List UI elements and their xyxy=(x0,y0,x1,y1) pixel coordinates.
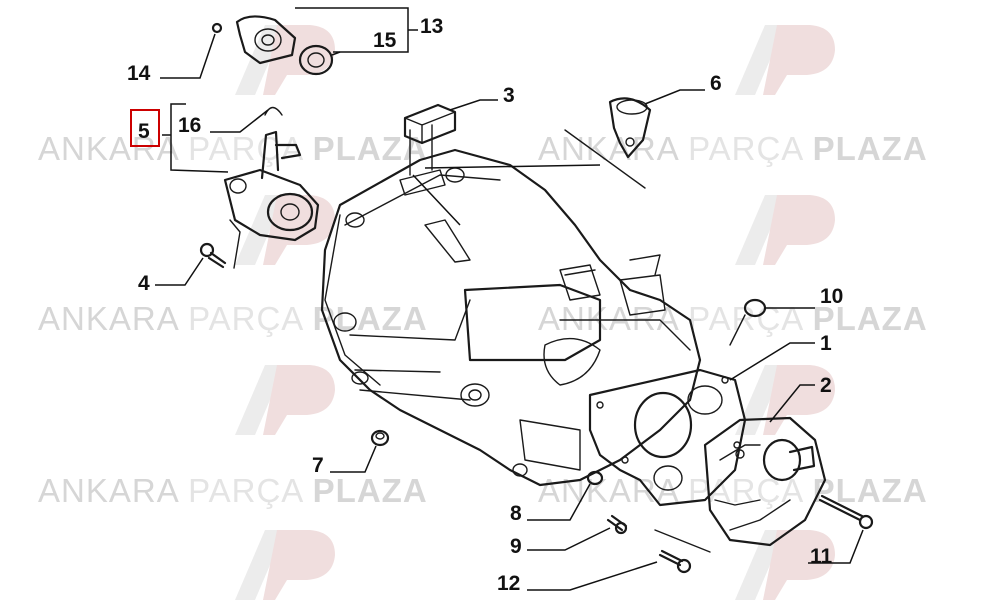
oil-seal-part xyxy=(298,44,334,76)
guide-line xyxy=(229,219,241,269)
callout-12: 12 xyxy=(497,572,520,595)
ap-logo-icon xyxy=(235,365,335,435)
watermark-word-parca: PARÇA xyxy=(188,300,303,337)
callout-4: 4 xyxy=(138,272,150,295)
watermark-word-plaza: PLAZA xyxy=(813,300,928,337)
leader-line-1 xyxy=(729,342,815,381)
svg-text:ANKARA PARÇA PLAZA: ANKARA PARÇA PLAZA xyxy=(38,472,428,509)
callout-14: 14 xyxy=(127,62,151,85)
callout-6: 6 xyxy=(710,72,722,95)
watermark-word-ankara: ANKARA xyxy=(38,472,179,509)
callout-labels: 1 2 3 4 5 6 7 8 9 10 11 12 13 14 15 16 xyxy=(127,15,843,595)
leader-line-16 xyxy=(210,109,269,133)
watermark-word-plaza: PLAZA xyxy=(313,472,428,509)
leader-line-2 xyxy=(769,384,815,423)
watermark-word-plaza: PLAZA xyxy=(813,130,928,167)
ap-logo-icon xyxy=(735,195,835,265)
release-bearing-assembly xyxy=(223,106,320,242)
watermark-row: ANKARA PARÇA PLAZA ANKARA PARÇA PLAZA xyxy=(38,472,928,509)
ap-logo-icon xyxy=(235,530,335,600)
callout-15: 15 xyxy=(373,29,397,52)
callout-1: 1 xyxy=(820,332,832,355)
watermark-word-parca: PARÇA xyxy=(188,472,303,509)
leader-lines xyxy=(155,7,864,591)
svg-text:ANKARA PARÇA PLAZA: ANKARA PARÇA PLAZA xyxy=(38,130,428,167)
watermark-row: ANKARA PARÇA PLAZA ANKARA PARÇA PLAZA xyxy=(38,130,928,167)
guide-line xyxy=(564,129,646,189)
watermark-word-ankara: ANKARA xyxy=(38,130,179,167)
callout-9: 9 xyxy=(510,535,522,558)
watermark-word-parca: PARÇA xyxy=(688,130,803,167)
svg-text:ANKARA PARÇA PLAZA: ANKARA PARÇA PLAZA xyxy=(38,300,428,337)
watermark-word-parca: PARÇA xyxy=(188,130,303,167)
leader-line-15 xyxy=(331,51,341,56)
end-plate-gasket xyxy=(588,368,747,507)
leader-line-14 xyxy=(160,33,216,79)
leader-line-9 xyxy=(527,527,611,551)
gearbox-housing xyxy=(320,124,702,487)
callout-3: 3 xyxy=(503,84,515,107)
callout-16: 16 xyxy=(178,114,201,137)
ap-logo-icon xyxy=(735,25,835,95)
highlight-box xyxy=(130,109,160,147)
leader-line-3b xyxy=(412,164,601,226)
callout-13: 13 xyxy=(420,15,443,38)
leader-line-11 xyxy=(808,529,864,564)
watermark-word-ankara: ANKARA xyxy=(38,300,179,337)
ap-logo-icon xyxy=(235,25,335,95)
leader-line-8 xyxy=(527,483,591,521)
long-bolt-part-11 xyxy=(818,494,874,530)
flange-part xyxy=(235,15,297,65)
callout-11: 11 xyxy=(810,545,833,568)
watermark-word-ankara: ANKARA xyxy=(538,300,679,337)
leader-line-7 xyxy=(330,445,377,473)
bracket-13-15 xyxy=(295,7,418,53)
callout-8: 8 xyxy=(510,502,522,525)
leader-line-12 xyxy=(527,561,658,591)
leader-line-4 xyxy=(155,257,204,286)
nut-part-8 xyxy=(586,470,604,486)
svg-text:ANKARA PARÇA PLAZA: ANKARA PARÇA PLAZA xyxy=(538,130,928,167)
screw-part-9 xyxy=(606,514,628,535)
ap-logo-icon xyxy=(735,530,835,600)
watermark-word-plaza: PLAZA xyxy=(813,472,928,509)
callout-7: 7 xyxy=(312,454,324,477)
bolt-part-12 xyxy=(658,549,692,574)
bracket-5-16 xyxy=(162,103,229,173)
bushing-part-7 xyxy=(370,429,390,447)
leader-line-3 xyxy=(449,99,498,111)
parts-drawing xyxy=(199,15,874,574)
bolt-part-4 xyxy=(199,242,227,269)
callout-5: 5 xyxy=(138,120,150,143)
callout-10: 10 xyxy=(820,285,843,308)
bracket-part xyxy=(608,97,652,159)
svg-text:ANKARA PARÇA PLAZA: ANKARA PARÇA PLAZA xyxy=(538,472,928,509)
rear-cover xyxy=(703,416,827,547)
rubber-block-part xyxy=(403,103,457,145)
guide-line xyxy=(654,529,711,553)
leader-line-6 xyxy=(644,89,705,105)
svg-text:ANKARA PARÇA PLAZA: ANKARA PARÇA PLAZA xyxy=(538,300,928,337)
small-screw-part xyxy=(211,22,223,34)
watermark-row: ANKARA PARÇA PLAZA ANKARA PARÇA PLAZA xyxy=(38,300,928,337)
callout-2: 2 xyxy=(820,374,832,397)
